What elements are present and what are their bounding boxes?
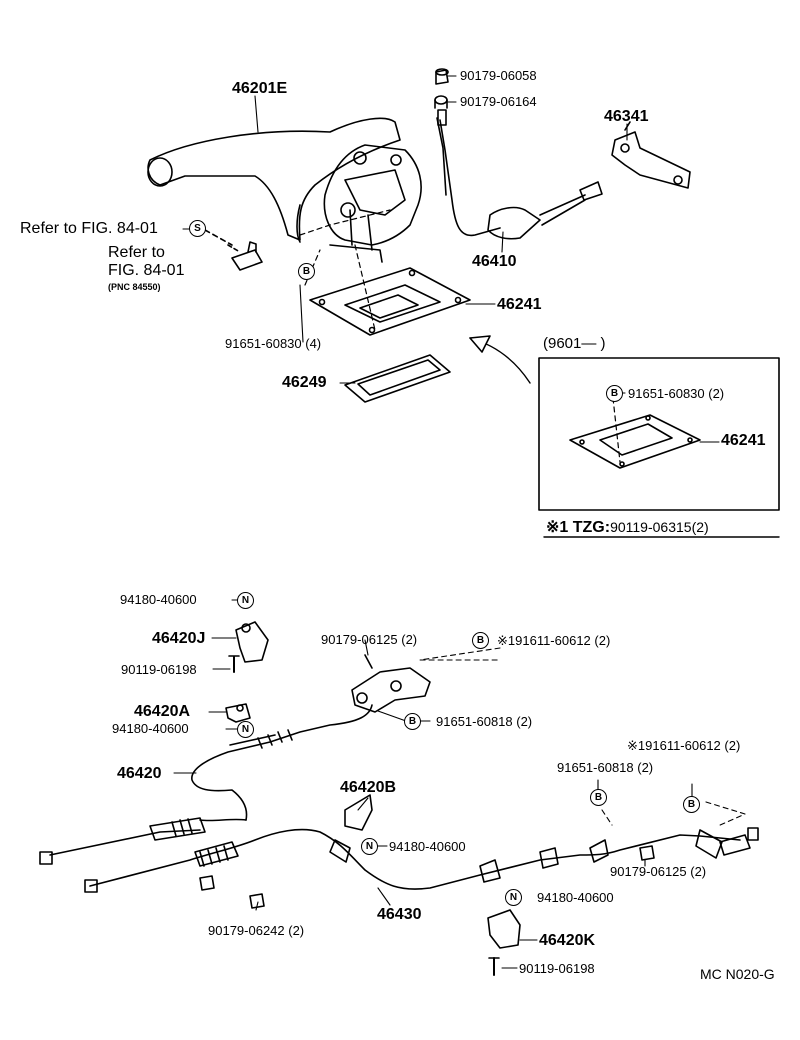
label-refer-to: Refer to [108,244,165,261]
label-inset-bolt: 91651-60830 (2) [628,386,725,401]
clamp-46420j [228,621,269,673]
plate-46241 [309,267,471,336]
label-46420a: 46420A [134,703,191,720]
clip-46420a [225,703,251,723]
label-46341: 46341 [604,108,649,125]
label-inset-46241: 46241 [721,432,766,449]
label-46420j: 46420J [152,630,206,647]
label-90179-06242: 90179-06242 (2) [208,923,305,938]
label-46420k: 46420K [539,932,596,949]
leader-lines [173,75,720,969]
marker-b-bolt-4: B [298,263,315,280]
label-191611-top: ※191611-60612 (2) [497,633,611,648]
label-90119-06198-top: 90119-06198 [121,662,197,677]
brake-switch [204,229,263,271]
nut-90179-06125-right [639,845,655,861]
label-clip-94180-lower: 94180-40600 [537,890,614,905]
label-clip-94180-top: 94180-40600 [120,592,197,607]
label-46249: 46249 [282,374,327,391]
boot-46249 [344,354,451,403]
bracket-46341 [611,121,691,189]
bracket-46420b [344,794,373,831]
marker-n-mid: N [237,721,254,738]
cable-46410 [436,109,603,240]
label-46420: 46420 [117,765,162,782]
marker-b-60818-right: B [590,789,607,806]
marker-n-lower: N [505,889,522,906]
label-46430: 46430 [377,906,422,923]
cable-46420 [39,704,373,865]
label-91651-60818-right: 91651-60818 (2) [557,760,654,775]
label-46410: 46410 [472,253,517,270]
label-90119-06198-bottom: 90119-06198 [519,961,595,976]
tzg-mark: ※1 TZG: [546,519,611,536]
label-46241: 46241 [497,296,542,313]
label-clip-94180-mid: 94180-40600 [112,721,189,736]
label-tzg: ※1 TZG:90119-06315(2) [546,518,709,537]
label-191611-right: ※191611-60612 (2) [627,738,741,753]
label-pnc-84550: (PNC 84550) [108,282,161,292]
label-90179-06125-top: 90179-06125 (2) [321,632,418,647]
label-refer-fig-s: Refer to FIG. 84-01 [20,220,158,237]
nut-90179-06242 [199,875,265,909]
label-90179-06058: 90179-06058 [460,68,537,83]
label-inset-range: (9601— ) [543,335,606,352]
marker-b-60818-top: B [404,713,421,730]
label-fig-84-01: FIG. 84-01 [108,262,185,279]
label-46201e: 46201E [232,80,288,97]
label-91651-60818-top: 91651-60818 (2) [436,714,533,729]
diagram-code: MC N020-G [700,966,775,982]
nut-90179-06164 [434,95,448,109]
marker-n-top: N [237,592,254,609]
label-46420b: 46420B [340,779,397,796]
tzg-part: 90119-06315(2) [610,519,709,535]
marker-s: S [189,220,206,237]
label-91651-60830-4: 91651-60830 (4) [225,336,322,351]
lever-46201e [147,117,401,243]
bracket-top-right [351,654,431,713]
label-90179-06164: 90179-06164 [460,94,537,109]
inset-box [538,357,780,511]
marker-b-top-right: B [472,632,489,649]
marker-b-191611-right: B [683,796,700,813]
dashed-guides [419,647,746,827]
marker-n-center: N [361,838,378,855]
marker-b-inset: B [606,385,623,402]
label-90179-06125-right: 90179-06125 (2) [610,864,707,879]
clamp-46420k [487,909,521,976]
cable-46430 [84,827,759,893]
nut-90179-06058 [435,68,449,85]
lever-bracket [323,144,422,263]
label-clip-94180-center: 94180-40600 [389,839,466,854]
